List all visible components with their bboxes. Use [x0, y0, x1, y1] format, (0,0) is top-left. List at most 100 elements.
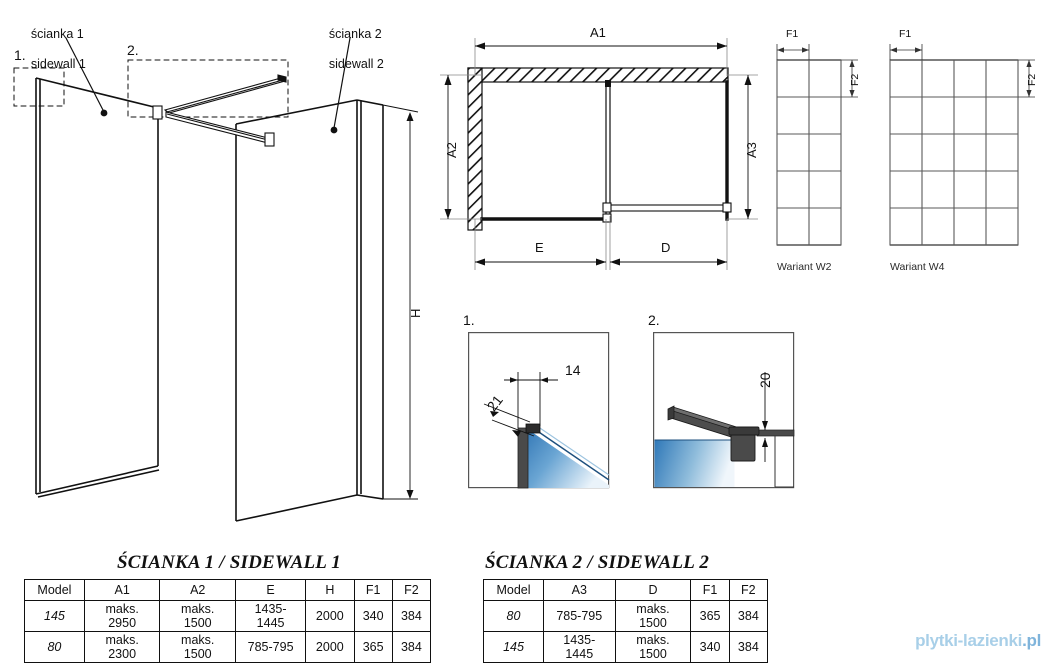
- th-f1: F1: [690, 579, 730, 601]
- panel1-bottom-edge2: [37, 469, 160, 498]
- cell-a1: maks. 2950: [83, 600, 161, 632]
- detail-2-bracket-top: [728, 426, 760, 436]
- connector-block-left: [152, 105, 163, 120]
- connector-block-right: [264, 132, 275, 147]
- dimension-label-F2-w2: F2: [849, 73, 861, 86]
- support-bar-lower-line: [166, 113, 269, 141]
- w2-grid: [776, 59, 842, 246]
- dimension-label-A1: A1: [590, 25, 606, 40]
- cell-f1: 365: [353, 631, 393, 663]
- dimension-F2-w2: [841, 59, 858, 98]
- variant-w2-caption: Wariant W2: [777, 261, 832, 273]
- support-bars: [152, 74, 287, 147]
- cell-a2: maks. 1500: [159, 600, 237, 632]
- cell-model: 80: [483, 600, 544, 632]
- cell-a1: maks. 2300: [83, 631, 161, 663]
- plan-center-top-block: [605, 80, 611, 87]
- cell-h: 2000: [305, 631, 355, 663]
- cell-a2: maks. 1500: [159, 631, 237, 663]
- detail-view-2: 2.: [645, 312, 825, 512]
- watermark-text: plytki-lazienki: [915, 631, 1023, 650]
- dimension-A2: [444, 75, 452, 219]
- detail-2-dim-20: [762, 372, 768, 462]
- detail-1-profile-cap: [525, 423, 541, 434]
- table-row: 145 maks. 2950 maks. 1500 1435-1445 2000…: [24, 600, 432, 632]
- support-bar-upper-line: [166, 79, 284, 113]
- cell-a3: 1435-1445: [543, 631, 616, 663]
- label-sidewall-1: ścianka 1 sidewall 1: [17, 12, 86, 87]
- dimension-F1-w4: [889, 44, 923, 60]
- dimension-E: [475, 258, 606, 266]
- th-f2: F2: [391, 579, 432, 601]
- panel2-right-corner-bot: [356, 494, 384, 500]
- spec-table-2-wrap: ŚCIANKA 2 / SIDEWALL 2 Model A3 D F1 F2 …: [483, 552, 773, 663]
- label-sidewall-1-pl: ścianka 1: [30, 27, 84, 41]
- table-row: 80 maks. 2300 maks. 1500 785-795 2000 36…: [24, 631, 432, 663]
- detail-1-profile: [517, 427, 529, 489]
- detail-1-glass: [526, 428, 609, 488]
- cell-h: 2000: [305, 600, 355, 632]
- callout-box-2: [127, 59, 289, 118]
- dimension-label-H: H: [408, 308, 423, 318]
- dimension-A1: [475, 42, 727, 50]
- variant-w4: F1 F2 Wariant W4: [880, 28, 1045, 278]
- w4-grid: [889, 59, 1019, 246]
- table-row: 145 1435-1445 maks. 1500 340 384: [483, 631, 769, 663]
- plan-support-bar: [602, 202, 732, 223]
- th-a1: A1: [83, 579, 161, 601]
- th-d: D: [614, 579, 692, 601]
- detail-1-callout: 1.: [463, 312, 475, 328]
- label-sidewall-2-pl: ścianka 2: [328, 27, 382, 41]
- cell-f1: 340: [690, 631, 730, 663]
- table-row: 80 785-795 maks. 1500 365 384: [483, 600, 769, 632]
- spec-table-1-wrap: ŚCIANKA 1 / SIDEWALL 1 Model A1 A2 E H F…: [24, 552, 434, 663]
- wall-hatch-top: [467, 67, 729, 83]
- dimension-F1-w2: [776, 44, 810, 60]
- dimension-label-A2: A2: [444, 142, 459, 158]
- plan-view-svg: [440, 38, 758, 270]
- detail-2-glass: [654, 440, 735, 487]
- th-model: Model: [24, 579, 85, 601]
- leader-dot-1: [100, 109, 108, 117]
- variant-w4-caption: Wariant W4: [890, 261, 945, 273]
- panel1-top-edge: [35, 77, 159, 109]
- detail-2-svg: [653, 332, 795, 489]
- detail-view-1: 1. 14: [460, 312, 640, 512]
- detail-2-dim-label-20: 20: [757, 372, 773, 388]
- cell-model: 145: [24, 600, 85, 632]
- th-f1: F1: [353, 579, 393, 601]
- panel2-bottom-edge: [235, 494, 358, 522]
- site-watermark: plytki-lazienki.pl: [915, 631, 1041, 651]
- cell-f2: 384: [391, 631, 432, 663]
- panel1-bottom-edge: [35, 465, 159, 495]
- isometric-svg: [13, 37, 419, 522]
- variant-w2-svg: [776, 44, 858, 246]
- cell-e: 1435-1445: [235, 600, 307, 632]
- dimension-A3: [744, 75, 752, 219]
- detail-1-dim-14: [504, 372, 558, 428]
- cell-f1: 340: [353, 600, 393, 632]
- callout-label-2: 2.: [127, 42, 139, 58]
- cell-f2: 384: [391, 600, 432, 632]
- callout-label-1: 1.: [14, 47, 26, 63]
- watermark-suffix: .pl: [1022, 631, 1041, 650]
- label-sidewall-2-en: sidewall 2: [328, 57, 384, 71]
- dimension-D: [610, 258, 727, 266]
- th-a2: A2: [159, 579, 237, 601]
- th-a3: A3: [543, 579, 616, 601]
- cell-d: maks. 1500: [614, 600, 692, 632]
- panel2-top-edge: [235, 99, 358, 125]
- th-e: E: [235, 579, 307, 601]
- detail-1-dim-21: [483, 403, 535, 437]
- th-f2: F2: [728, 579, 769, 601]
- leader-dot-2: [330, 126, 338, 134]
- spec-table-1: Model A1 A2 E H F1 F2 145 maks. 2950 mak…: [24, 579, 432, 663]
- detail-1-svg: [468, 332, 610, 489]
- detail-1-dim-label-14: 14: [565, 362, 581, 378]
- table-header-row: Model A3 D F1 F2: [483, 579, 769, 601]
- detail-2-wall-bar: [756, 429, 795, 437]
- dimension-label-E: E: [535, 240, 544, 255]
- detail-1-glass-edge: [529, 425, 610, 481]
- cell-f2: 384: [728, 600, 769, 632]
- label-sidewall-2: ścianka 2 sidewall 2: [315, 12, 384, 87]
